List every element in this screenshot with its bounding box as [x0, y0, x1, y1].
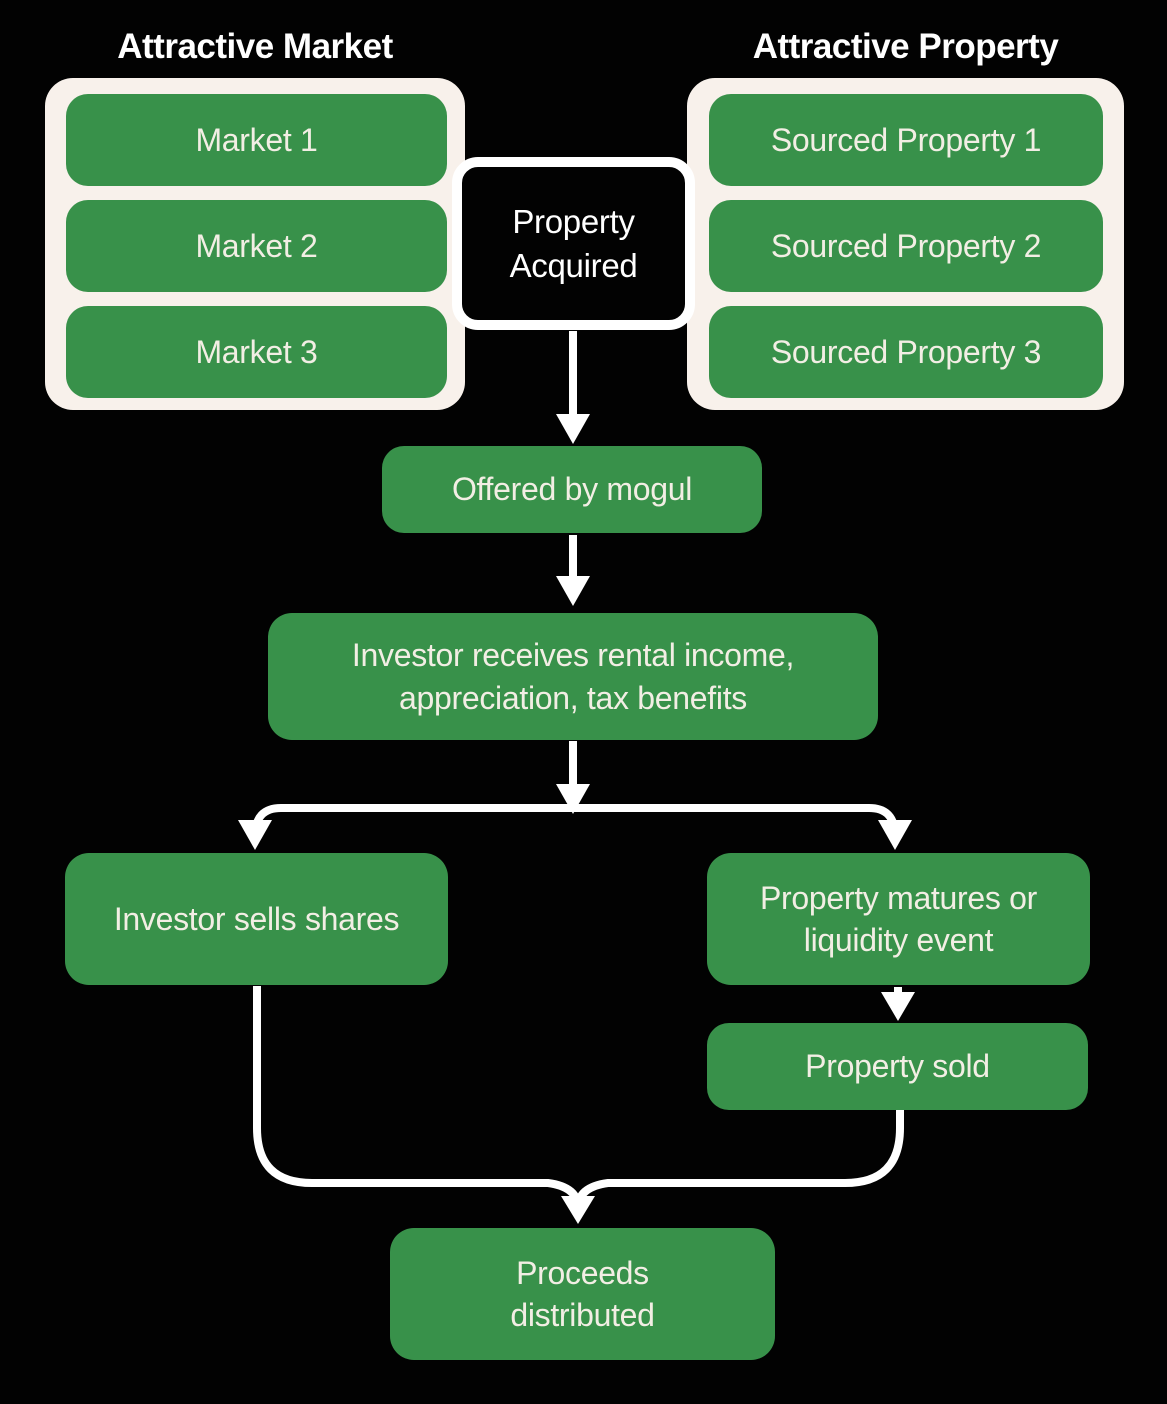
- node-property-acquired: Property Acquired: [452, 157, 695, 330]
- arrowhead-proceeds: [561, 1196, 595, 1224]
- node-property-matures: Property matures or liquidity event: [707, 853, 1090, 985]
- arrowhead-receives: [556, 576, 590, 606]
- attractive-market-panel: Market 1 Market 2 Market 3: [45, 78, 465, 410]
- node-investor-sells-shares: Investor sells shares: [65, 853, 448, 985]
- node-property-sold: Property sold: [707, 1023, 1088, 1110]
- sourced-property-1-box: Sourced Property 1: [709, 94, 1103, 186]
- market-2-box: Market 2: [66, 200, 447, 292]
- connector-split-bar: [251, 804, 899, 837]
- attractive-property-panel: Sourced Property 1 Sourced Property 2 So…: [687, 78, 1124, 410]
- market-3-box: Market 3: [66, 306, 447, 398]
- arrowhead-offered: [556, 414, 590, 444]
- arrowhead-investor-sells: [238, 820, 272, 850]
- sourced-property-3-box: Sourced Property 3: [709, 306, 1103, 398]
- market-1-box: Market 1: [66, 94, 447, 186]
- connector-sold-to-proceeds: [574, 1108, 904, 1209]
- arrowhead-split-center: [556, 784, 590, 814]
- node-proceeds-distributed: Proceeds distributed: [390, 1228, 775, 1360]
- connector-sells-to-proceeds: [253, 986, 582, 1209]
- attractive-market-title: Attractive Market: [117, 27, 393, 66]
- arrowhead-property-matures: [878, 820, 912, 850]
- attractive-property-title: Attractive Property: [752, 27, 1059, 66]
- node-investor-receives: Investor receives rental income, appreci…: [268, 613, 878, 740]
- node-offered-by-mogul: Offered by mogul: [382, 446, 762, 533]
- arrowhead-property-sold: [881, 992, 915, 1021]
- sourced-property-2-box: Sourced Property 2: [709, 200, 1103, 292]
